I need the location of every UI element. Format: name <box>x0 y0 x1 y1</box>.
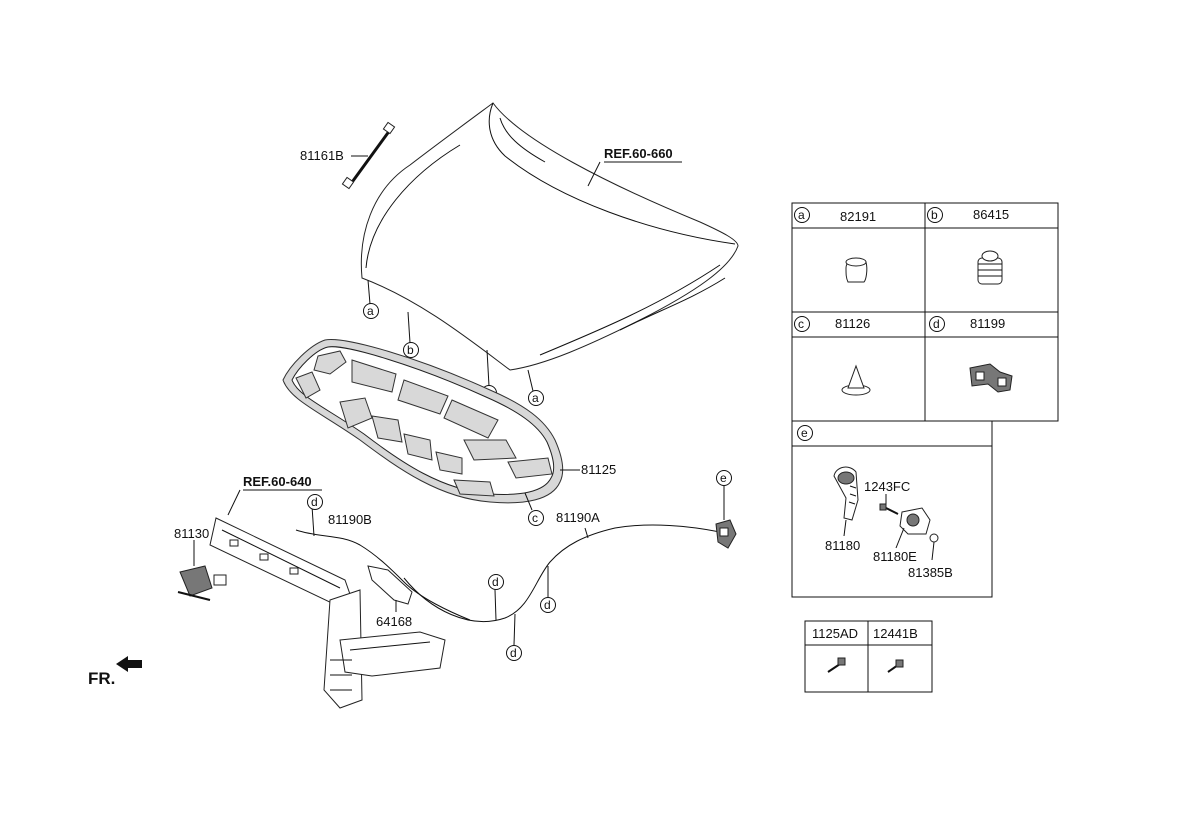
label-64168: 64168 <box>376 614 412 629</box>
label-81130: 81130 <box>174 526 209 541</box>
callout-d-cable-right-text: d <box>544 598 551 612</box>
callout-a-hood-right <box>528 390 544 406</box>
callout-b-hood-left <box>403 342 419 358</box>
label-81190B: 81190B <box>328 512 372 527</box>
release-handle-assembly <box>715 519 737 549</box>
legend-e-panel <box>791 420 993 598</box>
legend-b-stopper-icon <box>977 250 1003 285</box>
legend-c-letter: c <box>798 317 804 331</box>
callout-d-cable-left <box>488 574 504 590</box>
callout-c-text: c <box>532 511 538 525</box>
fastener-bolt-1125AD-icon <box>827 657 846 673</box>
hood-panel <box>360 102 739 371</box>
release-cable-81190A <box>403 524 721 622</box>
ref-hood-leader <box>587 161 601 187</box>
legend-a-bumper-icon <box>845 257 868 283</box>
legend-d-part: 81199 <box>970 316 1005 331</box>
fastener-screw-12441B-icon <box>887 659 904 673</box>
legend-b-part: 86415 <box>973 207 1009 222</box>
legend-d-cable-clip-icon <box>969 363 1013 393</box>
legend-b-circle <box>927 207 943 223</box>
fastener-table <box>804 620 933 693</box>
legend-e-label-81180E: 81180E <box>873 549 917 564</box>
legend-a-circle <box>794 207 810 223</box>
callout-a-hood-right-text: a <box>532 391 539 405</box>
legend-c-part: 81126 <box>835 316 870 331</box>
legend-a-letter: a <box>798 208 805 222</box>
label-81125: 81125 <box>581 462 616 477</box>
ref-hood-label: REF.60-660 <box>604 146 673 161</box>
front-end-module <box>209 517 446 709</box>
callout-a-hood-left <box>363 303 379 319</box>
callout-a-hood-left-text: a <box>367 304 374 318</box>
hood-insulator-pad <box>282 339 564 504</box>
legend-e-bracket-icon <box>879 503 939 543</box>
callout-b-hood-left-text: b <box>407 343 414 357</box>
release-cable-81190B <box>295 529 471 621</box>
ref-front-leader <box>227 489 241 516</box>
legend-b-letter: b <box>931 208 938 222</box>
legend-d-circle <box>929 316 945 332</box>
legend-c-clip-icon <box>841 364 871 396</box>
legend-e-handle-icon <box>833 466 859 521</box>
front-direction-arrow <box>116 656 142 672</box>
legend-e-label-81385B: 81385B <box>908 565 953 580</box>
fastener-header-1125AD: 1125AD <box>812 626 858 641</box>
hood-lift-strut <box>341 121 396 190</box>
legend-c-circle <box>794 316 810 332</box>
callout-d-81190B <box>307 494 323 510</box>
legend-e-circle <box>797 425 813 441</box>
callout-d-cable-right <box>540 597 556 613</box>
fastener-header-12441B: 12441B <box>873 626 918 641</box>
legend-d-letter: d <box>933 317 940 331</box>
callout-e-text: e <box>720 471 727 485</box>
legend-e-label-81180: 81180 <box>825 538 860 553</box>
legend-a-part: 82191 <box>840 209 876 224</box>
bracket-64168 <box>367 565 413 605</box>
ref-front-label: REF.60-640 <box>243 474 312 489</box>
front-direction-label: FR. <box>88 669 115 688</box>
callout-e <box>716 470 732 486</box>
label-81190A: 81190A <box>556 510 600 525</box>
callout-c <box>528 510 544 526</box>
callout-d-cable-left-text: d <box>492 575 499 589</box>
hood-latch-81130 <box>177 565 227 601</box>
legend-e-letter: e <box>801 426 808 440</box>
callout-d-cable-bottom-text: d <box>510 646 517 660</box>
callout-d-81190B-text: d <box>311 495 318 509</box>
legend-e-label-1243FC: 1243FC <box>864 479 910 494</box>
legend-table <box>791 202 1059 422</box>
callout-d-cable-bottom <box>506 645 522 661</box>
label-81161B: 81161B <box>300 148 344 163</box>
